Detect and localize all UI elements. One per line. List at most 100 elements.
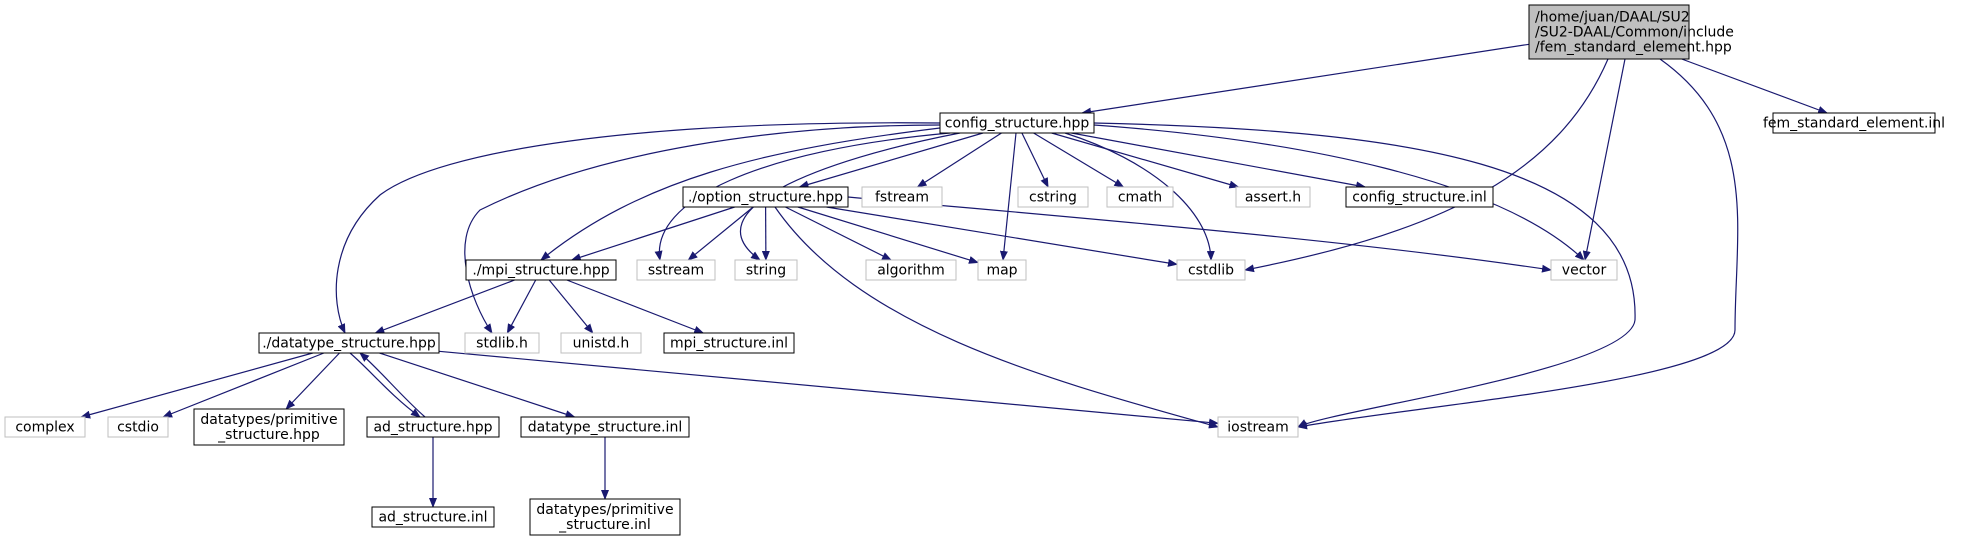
node-label: map <box>986 263 1017 279</box>
node-string: string <box>734 259 798 281</box>
node-fem_inl[interactable]: fem_standard_element.inl <box>1763 112 1945 134</box>
node-label: ./datatype_structure.hpp <box>262 336 436 352</box>
node-box <box>107 416 169 438</box>
node-label: algorithm <box>877 263 945 279</box>
node-label: vector <box>1562 263 1607 279</box>
node-label: _structure.inl <box>558 517 651 533</box>
node-box <box>464 332 540 354</box>
node-ad[interactable]: ad_structure.hpp <box>366 416 500 438</box>
edge-datatype-to-prim_hpp <box>285 352 340 410</box>
node-mpi_inl[interactable]: mpi_structure.inl <box>663 332 795 354</box>
edge-root-to-fem_inl <box>1681 58 1829 114</box>
node-label: ./option_structure.hpp <box>688 190 843 206</box>
node-label: unistd.h <box>573 336 630 352</box>
edge-option-to-cstdlib <box>826 206 1178 267</box>
node-box <box>1235 186 1311 208</box>
node-box <box>939 112 1095 134</box>
node-label: cmath <box>1118 190 1162 206</box>
node-cstdio: cstdio <box>107 416 169 438</box>
node-root[interactable]: /home/juan/DAAL/SU2/SU2-DAAL/Common/incl… <box>1528 4 1734 60</box>
edge-config-to-vector <box>1093 124 1585 261</box>
node-box <box>520 416 690 438</box>
edge-datatype-to-datatype_inl <box>379 352 576 418</box>
node-box <box>529 498 681 536</box>
node-prim_hpp[interactable]: datatypes/primitive_structure.hpp <box>193 408 345 446</box>
node-datatype[interactable]: ./datatype_structure.hpp <box>258 332 440 354</box>
node-box <box>1217 416 1299 438</box>
node-box <box>1345 186 1494 208</box>
node-label: datatypes/primitive <box>200 412 337 428</box>
node-label: cstdio <box>117 420 159 436</box>
edge-config-to-map <box>999 132 1017 261</box>
node-box <box>371 506 495 528</box>
node-box <box>366 416 500 438</box>
node-datatype_inl[interactable]: datatype_structure.inl <box>520 416 690 438</box>
node-box <box>258 332 440 354</box>
node-ad_inl[interactable]: ad_structure.inl <box>371 506 495 528</box>
node-label: ad_structure.inl <box>378 510 487 526</box>
node-label: datatype_structure.inl <box>528 420 682 436</box>
node-label: ad_structure.hpp <box>373 420 492 436</box>
node-label: cstring <box>1029 190 1077 206</box>
edge-mpi-to-unistdh <box>548 279 594 334</box>
node-label: _structure.hpp <box>217 427 320 443</box>
node-layer: /home/juan/DAAL/SU2/SU2-DAAL/Common/incl… <box>4 4 1945 536</box>
edge-ad-to-datatype <box>359 352 426 418</box>
edge-root-to-iostream <box>1297 58 1739 430</box>
edge-root-to-cstdlib <box>1244 58 1609 273</box>
node-label: iostream <box>1227 420 1289 436</box>
node-box <box>682 186 849 208</box>
node-label: config_structure.inl <box>1352 190 1486 206</box>
node-vector: vector <box>1550 259 1618 281</box>
node-box <box>1017 186 1089 208</box>
node-cmath: cmath <box>1106 186 1174 208</box>
edge-config-to-stdlibh <box>464 124 941 334</box>
node-fstream: fstream <box>861 186 943 208</box>
node-box <box>4 416 86 438</box>
node-mpi[interactable]: ./mpi_structure.hpp <box>465 259 617 281</box>
node-box <box>861 186 943 208</box>
node-config[interactable]: config_structure.hpp <box>939 112 1095 134</box>
edge-config-to-fstream <box>916 132 1002 188</box>
edge-config-to-mpi <box>540 127 941 261</box>
node-box <box>1772 112 1936 134</box>
edge-datatype-to-ad <box>349 352 421 418</box>
edge-config-to-config_inl <box>1071 132 1367 190</box>
node-box <box>865 259 957 281</box>
node-option[interactable]: ./option_structure.hpp <box>682 186 849 208</box>
edge-option-to-vector <box>847 196 1552 273</box>
node-label: ./mpi_structure.hpp <box>472 263 609 279</box>
node-cstring: cstring <box>1017 186 1089 208</box>
node-box <box>1528 4 1690 60</box>
edge-mpi-to-mpi_inl <box>566 279 705 334</box>
edge-config-to-sstream <box>654 132 951 261</box>
edge-option-to-iostream <box>774 206 1219 429</box>
edge-root-to-config <box>1081 43 1530 116</box>
node-asserth: assert.h <box>1235 186 1311 208</box>
node-label: complex <box>15 420 74 436</box>
node-algorithm: algorithm <box>865 259 957 281</box>
node-prim_inl[interactable]: datatypes/primitive_structure.inl <box>529 498 681 536</box>
node-unistdh: unistd.h <box>560 332 642 354</box>
node-box <box>1106 186 1174 208</box>
node-label: mpi_structure.inl <box>670 336 788 352</box>
edge-datatype-to-complex <box>80 352 313 419</box>
node-cstdlib: cstdlib <box>1176 259 1246 281</box>
edge-config-to-cmath <box>1033 132 1125 188</box>
node-box <box>734 259 798 281</box>
edge-option-to-sstream <box>687 206 754 261</box>
node-config_inl[interactable]: config_structure.inl <box>1345 186 1494 208</box>
edge-option-to-algorithm <box>785 206 892 261</box>
node-label: datatypes/primitive <box>536 502 673 518</box>
edge-config-to-option <box>798 132 984 189</box>
node-stdlibh: stdlib.h <box>464 332 540 354</box>
node-label: stdlib.h <box>476 336 528 352</box>
edge-config-to-cstring <box>1021 132 1049 188</box>
node-label: sstream <box>648 263 704 279</box>
node-complex: complex <box>4 416 86 438</box>
node-box <box>663 332 795 354</box>
edge-mpi-to-datatype <box>374 279 515 334</box>
edge-config-to-asserth <box>1051 132 1240 189</box>
node-box <box>560 332 642 354</box>
